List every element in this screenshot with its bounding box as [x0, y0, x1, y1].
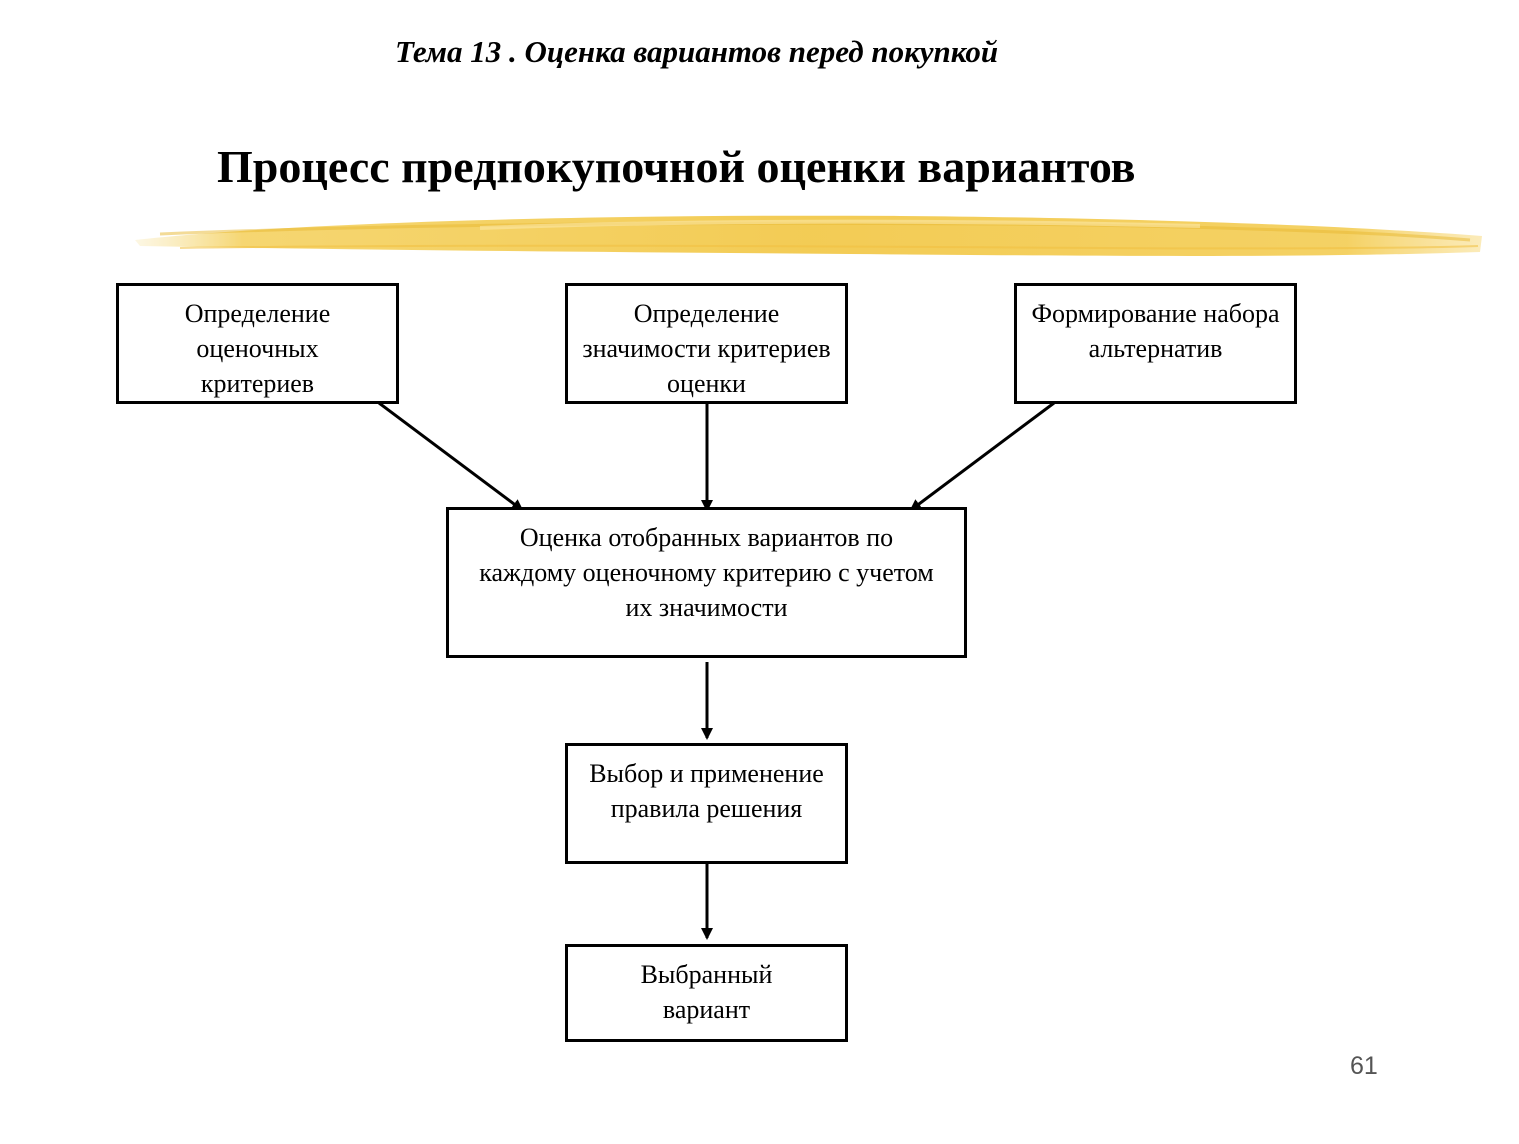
box-evaluation-criteria-text: Определение оценочных критериев: [184, 299, 331, 398]
slide-title: Процесс предпокупочной оценки вариантов: [217, 141, 1136, 192]
box-options-evaluation: Оценка отобранных вариантов по каждому о…: [446, 507, 967, 658]
box-decision-rule-text: Выбор и применение правила решения: [589, 759, 824, 823]
box-selected-option: Выбранный вариант: [565, 944, 848, 1042]
topic-header: Тема 13 . Оценка вариантов перед покупко…: [395, 34, 999, 69]
box-decision-rule: Выбор и применение правила решения: [565, 743, 848, 864]
arrow-criteria-to-evaluation: [378, 401, 524, 512]
box-alternatives-set-text: Формирование набора альтернатив: [1031, 299, 1280, 363]
arrow-alternatives-to-evaluation: [909, 401, 1055, 512]
box-criteria-importance-text: Определение значимости критериев оценки: [582, 299, 831, 398]
box-options-evaluation-text: Оценка отобранных вариантов по каждому о…: [479, 523, 934, 622]
box-selected-option-text: Выбранный вариант: [640, 960, 773, 1024]
page-number: 61: [1350, 1052, 1378, 1080]
box-alternatives-set: Формирование набора альтернатив: [1014, 283, 1297, 404]
brush-stroke-decoration: [135, 215, 1482, 256]
box-criteria-importance: Определение значимости критериев оценки: [565, 283, 848, 404]
box-evaluation-criteria: Определение оценочных критериев: [116, 283, 399, 404]
